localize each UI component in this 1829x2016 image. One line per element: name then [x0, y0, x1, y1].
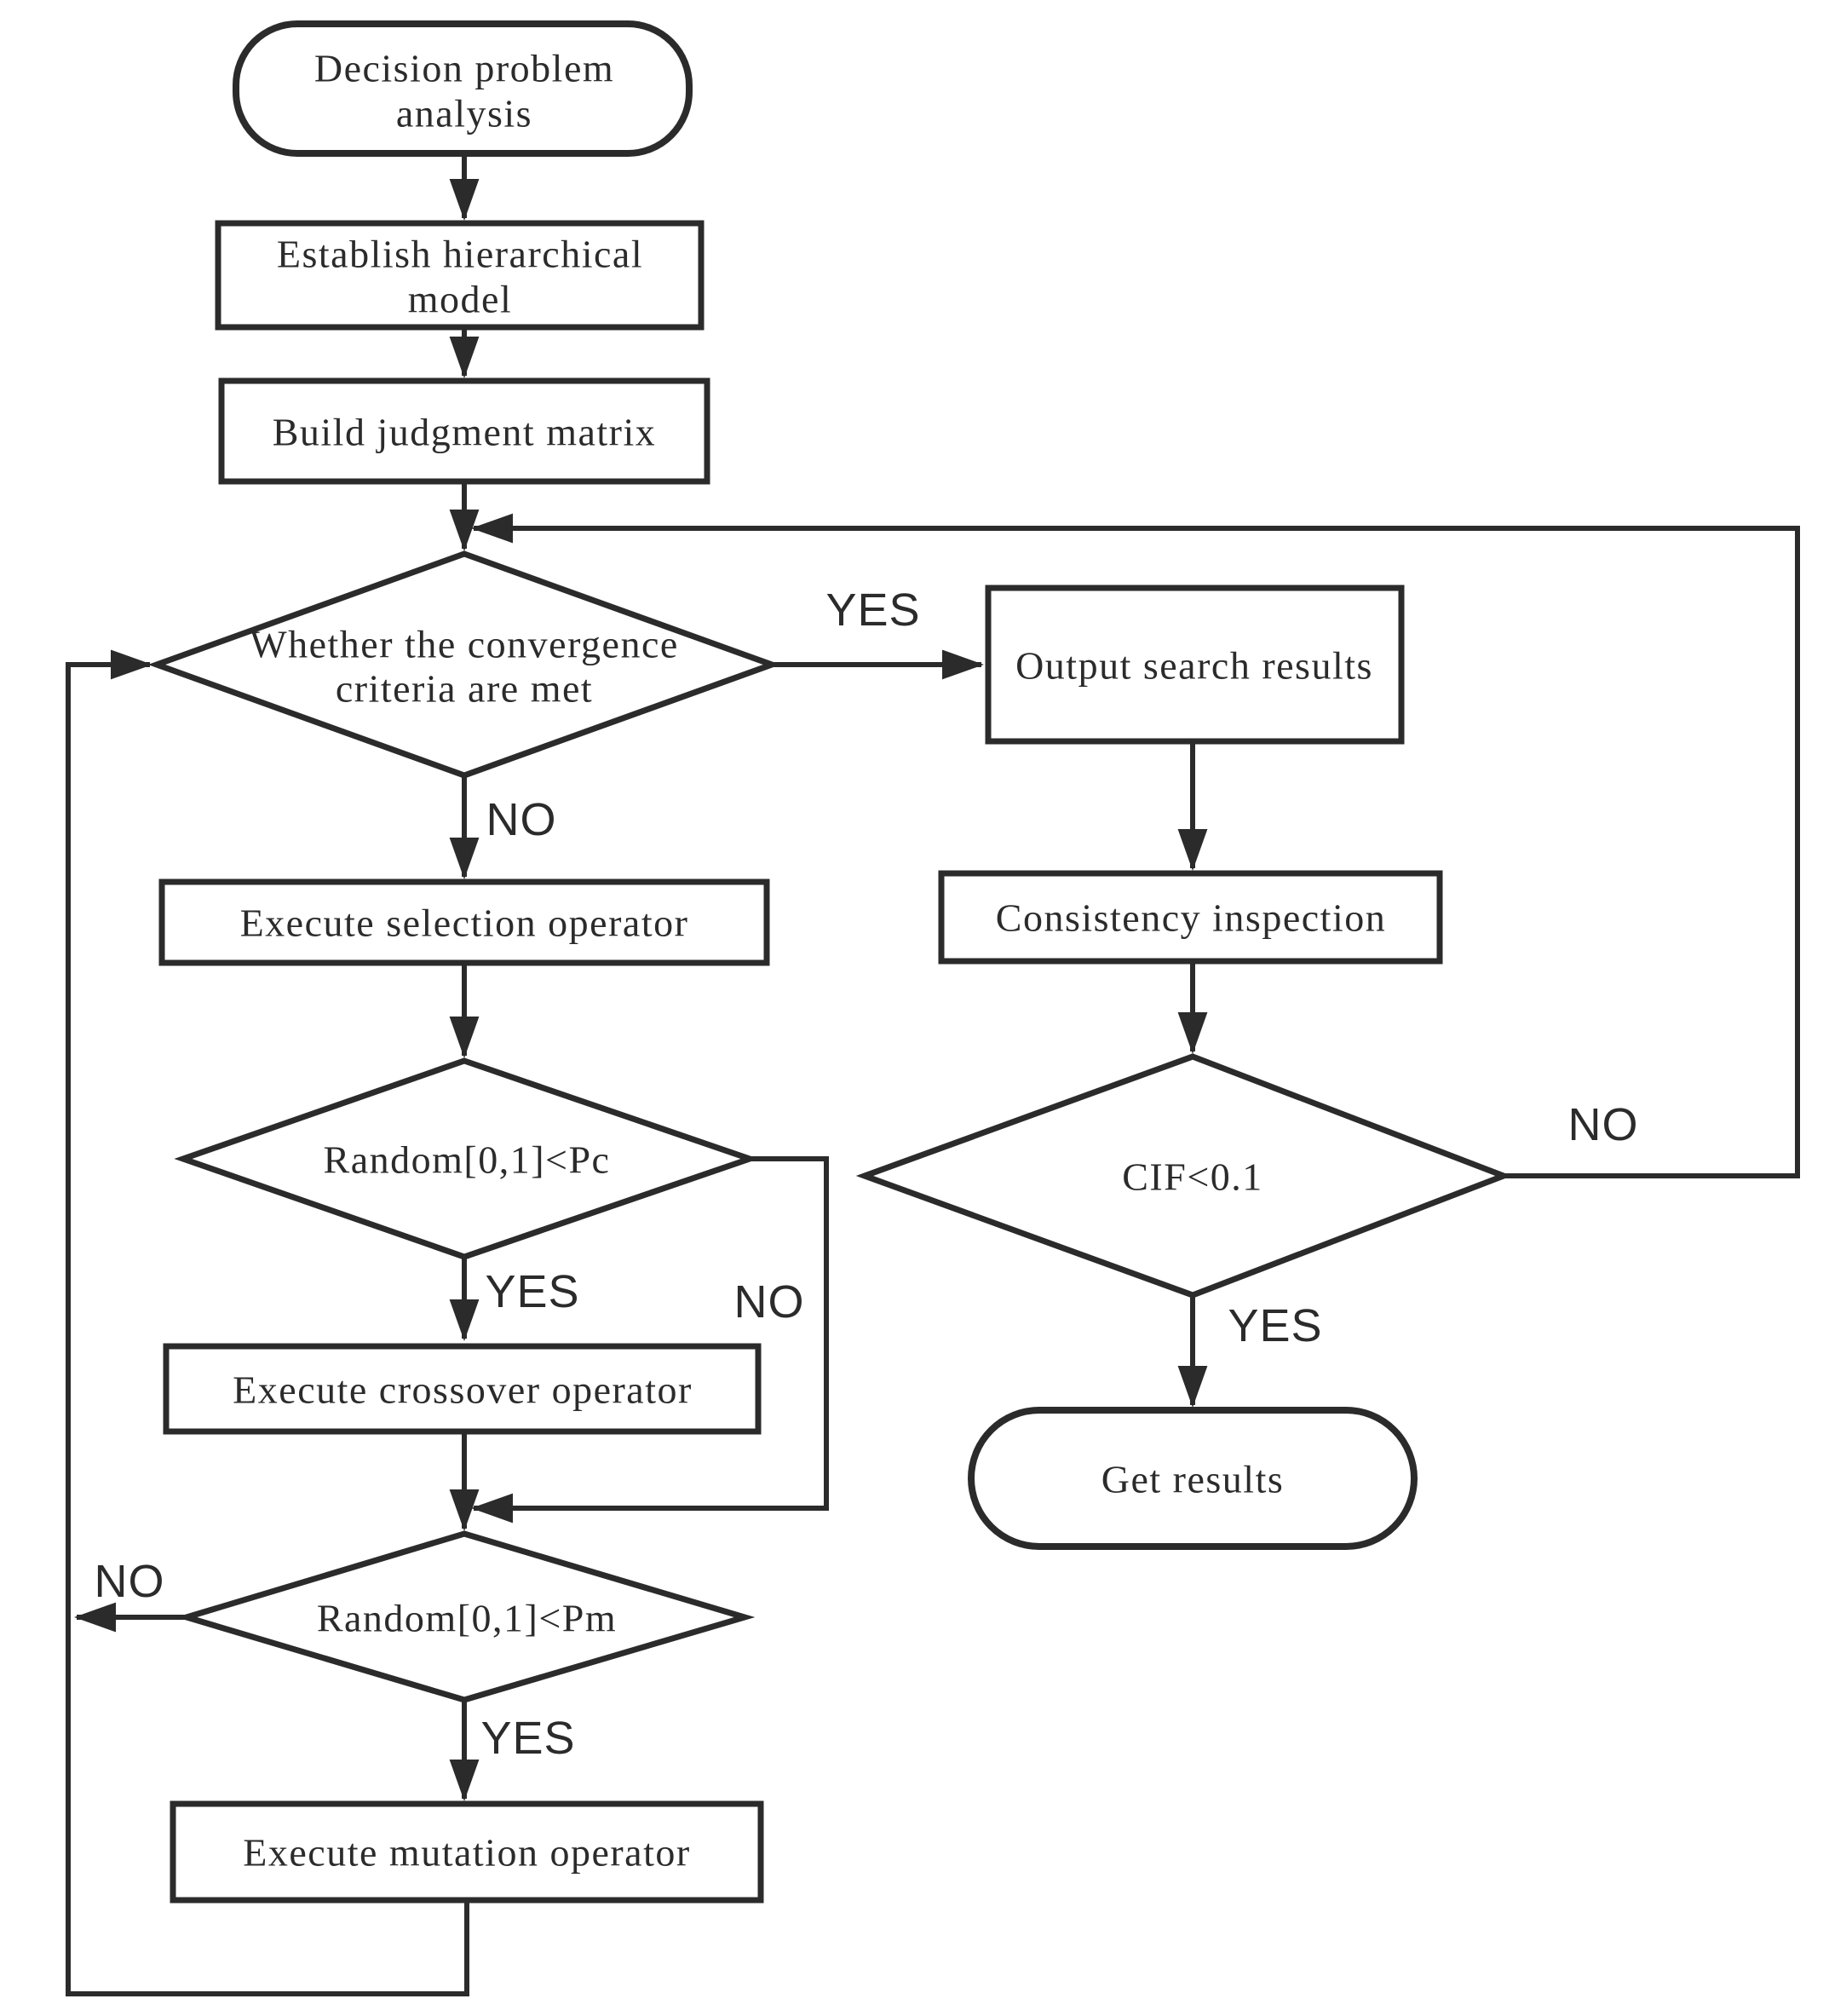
node-label-line: Get results: [1101, 1458, 1285, 1501]
node-get-results: Get results: [968, 1407, 1418, 1550]
process-shape: [170, 1800, 764, 1904]
node-label-line: Build judgment matrix: [273, 411, 657, 454]
process-shape: [215, 220, 705, 331]
edge-label-cif-no: NO: [1568, 1099, 1639, 1150]
edge-label-cif-yes: YES: [1228, 1300, 1322, 1351]
node-build-judgment-matrix: Build judgment matrix: [218, 377, 710, 485]
node-establish-hierarchical-model: Establish hierarchical model: [215, 220, 705, 331]
decision-shape: [174, 1057, 759, 1260]
node-label-line: Consistency inspection: [996, 896, 1386, 940]
node-execute-mutation-operator: Execute mutation operator: [170, 1800, 764, 1904]
node-label-line: Output search results: [1015, 644, 1373, 688]
decision-shape: [855, 1053, 1512, 1299]
terminal-shape: [968, 1407, 1418, 1550]
node-label-line: Random[0,1]<Pc: [324, 1138, 611, 1182]
node-random-pc-decision: Random[0,1]<Pc: [174, 1057, 759, 1260]
edge-label-convergence-no: NO: [486, 794, 557, 845]
edge-pc-no-loop: [471, 1156, 829, 1524]
node-execute-crossover-operator: Execute crossover operator: [163, 1343, 762, 1435]
node-label-line: CIF<0.1: [1122, 1155, 1263, 1199]
node-label-line: Random[0,1]<Pm: [317, 1597, 617, 1640]
process-shape: [218, 377, 710, 485]
node-execute-selection-operator: Execute selection operator: [158, 878, 770, 966]
node-label-line: analysis: [396, 92, 532, 135]
edge-label-pc-no: NO: [734, 1276, 805, 1328]
node-label-line: model: [408, 278, 512, 321]
node-label-line: Execute crossover operator: [233, 1368, 693, 1412]
node-label-line: Execute selection operator: [240, 901, 689, 945]
node-random-pm-decision: Random[0,1]<Pm: [175, 1530, 756, 1703]
node-label-line: Whether the convergence: [250, 623, 679, 666]
edge-mutation-loop-to-convergence: [66, 649, 469, 1996]
decision-shape: [147, 550, 781, 779]
process-shape: [938, 870, 1443, 965]
edge-label-convergence-yes: YES: [825, 585, 920, 636]
node-label-line: Execute mutation operator: [243, 1831, 690, 1875]
node-label-line: Decision problem: [314, 47, 614, 90]
node-convergence-criteria-decision: Whether the convergence criteria are met: [147, 550, 781, 779]
process-shape: [163, 1343, 762, 1435]
edge-label-pc-yes: YES: [485, 1266, 579, 1317]
node-decision-problem-analysis: Decision problem analysis: [233, 20, 693, 157]
process-shape: [158, 878, 770, 966]
node-output-search-results: Output search results: [985, 585, 1405, 745]
node-consistency-inspection: Consistency inspection: [938, 870, 1443, 965]
edge-label-pm-yes: YES: [480, 1713, 575, 1764]
process-shape: [985, 585, 1405, 745]
decision-shape: [175, 1530, 756, 1703]
edge-labels: YES NO YES NO YES NO YES NO: [95, 585, 1639, 1764]
edges: [66, 153, 1800, 1996]
node-label-line: criteria are met: [336, 667, 593, 711]
node-cif-decision: CIF<0.1: [855, 1053, 1512, 1299]
node-label-line: Establish hierarchical: [277, 233, 643, 276]
edge-cif-no-loop: [471, 513, 1800, 1178]
terminal-shape: [233, 20, 693, 157]
edge-label-pm-no: NO: [95, 1556, 165, 1607]
